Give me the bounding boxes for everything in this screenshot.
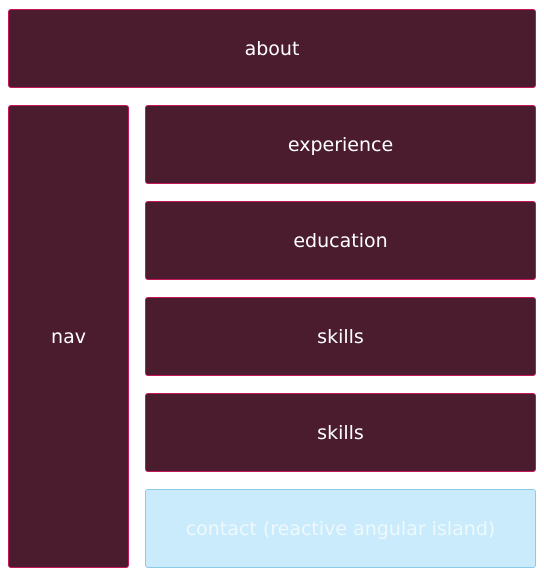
skills-section-2: skills <box>145 393 536 472</box>
experience-label: experience <box>287 133 394 156</box>
about-section: about <box>8 9 536 88</box>
skills-label-1: skills <box>317 325 364 348</box>
about-label: about <box>244 37 300 60</box>
contact-island[interactable]: contact (reactive angular island) <box>145 489 536 568</box>
contact-label: contact (reactive angular island) <box>185 517 496 540</box>
nav-section[interactable]: nav <box>8 105 129 568</box>
skills-section-1: skills <box>145 297 536 376</box>
nav-label: nav <box>51 325 86 348</box>
education-label: education <box>293 229 388 252</box>
experience-section: experience <box>145 105 536 184</box>
skills-label-2: skills <box>317 421 364 444</box>
education-section: education <box>145 201 536 280</box>
